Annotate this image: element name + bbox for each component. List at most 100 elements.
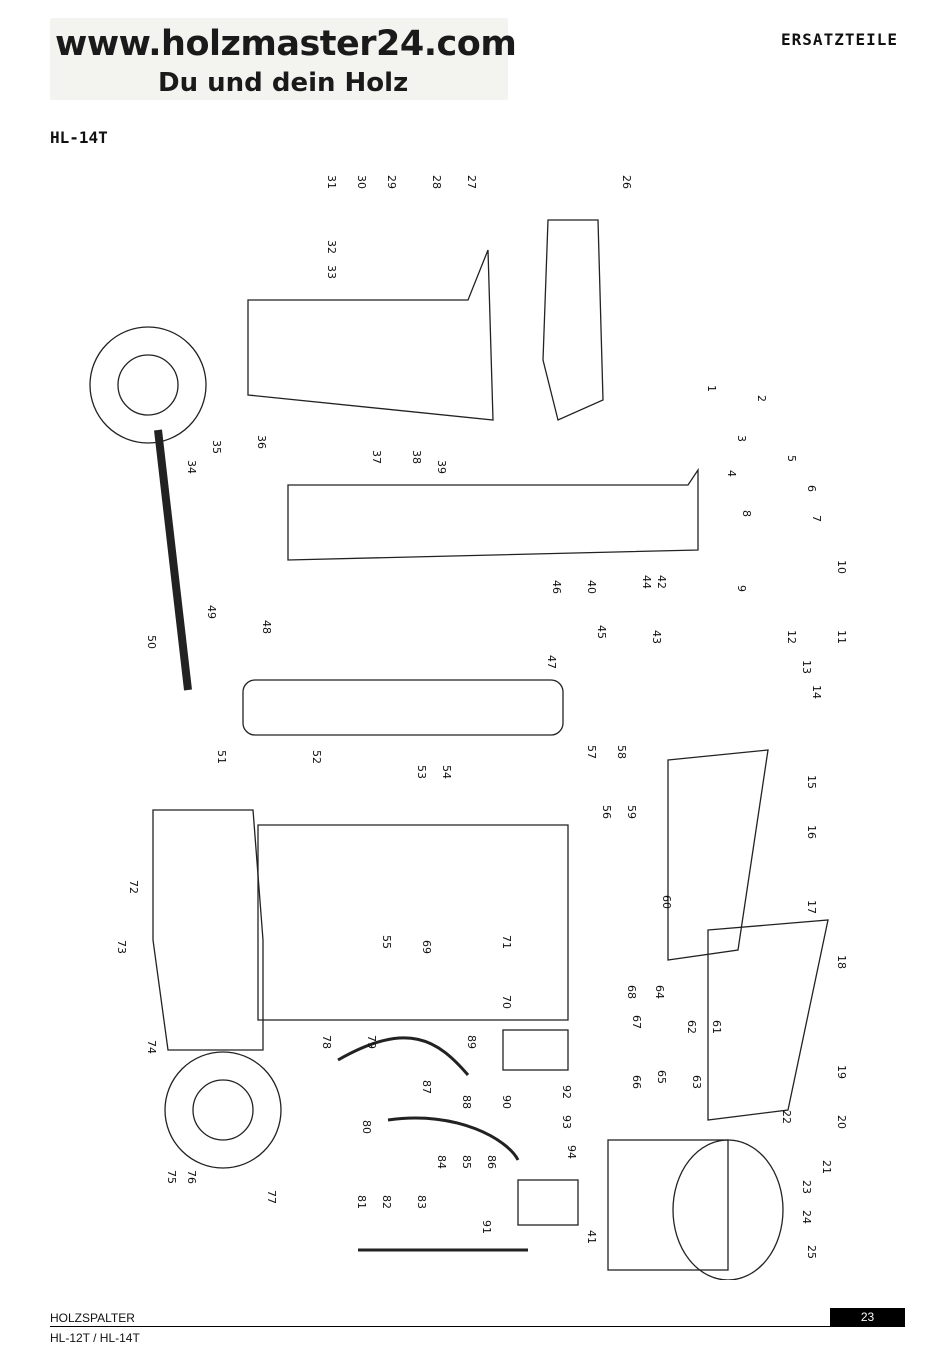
part-label-46: 46 <box>550 580 563 594</box>
footer-product: HOLZSPALTER <box>50 1311 135 1325</box>
oil-tank <box>152 809 264 1051</box>
part-label-40: 40 <box>585 580 598 594</box>
part-label-57: 57 <box>585 745 598 759</box>
part-label-58: 58 <box>615 745 628 759</box>
part-label-13: 13 <box>800 660 813 674</box>
part-label-52: 52 <box>310 750 323 764</box>
part-label-51: 51 <box>215 750 228 764</box>
part-label-42: 42 <box>655 575 668 589</box>
part-label-90: 90 <box>500 1095 513 1109</box>
part-label-7: 7 <box>810 515 823 522</box>
part-label-10: 10 <box>835 560 848 574</box>
part-label-71: 71 <box>500 935 513 949</box>
part-label-49: 49 <box>205 605 218 619</box>
model-heading: HL-14T <box>50 128 108 147</box>
part-label-37: 37 <box>370 450 383 464</box>
part-label-65: 65 <box>655 1070 668 1084</box>
part-label-6: 6 <box>805 485 818 492</box>
bracket-top-right <box>542 219 604 421</box>
part-label-23: 23 <box>800 1180 813 1194</box>
part-label-5: 5 <box>785 455 798 462</box>
part-label-35: 35 <box>210 440 223 454</box>
part-label-38: 38 <box>410 450 423 464</box>
part-label-44: 44 <box>640 575 653 589</box>
part-label-1: 1 <box>705 385 718 392</box>
part-label-39: 39 <box>435 460 448 474</box>
part-label-76: 76 <box>185 1170 198 1184</box>
part-label-30: 30 <box>355 175 368 189</box>
part-label-22: 22 <box>780 1110 793 1124</box>
logo-url: www.holzmaster24.com <box>55 24 517 64</box>
part-label-78: 78 <box>320 1035 333 1049</box>
part-label-43: 43 <box>650 630 663 644</box>
section-title: ERSATZTEILE <box>781 30 898 49</box>
part-label-54: 54 <box>440 765 453 779</box>
part-label-83: 83 <box>415 1195 428 1209</box>
part-label-8: 8 <box>740 510 753 517</box>
part-label-67: 67 <box>630 1015 643 1029</box>
part-label-15: 15 <box>805 775 818 789</box>
part-label-27: 27 <box>465 175 478 189</box>
part-label-60: 60 <box>660 895 673 909</box>
part-label-77: 77 <box>265 1190 278 1204</box>
part-label-79: 79 <box>365 1035 378 1049</box>
axle <box>154 429 192 691</box>
footer-rule <box>50 1326 905 1327</box>
motor-housing <box>607 1139 729 1271</box>
part-label-87: 87 <box>420 1080 433 1094</box>
part-label-32: 32 <box>325 240 338 254</box>
part-label-85: 85 <box>460 1155 473 1169</box>
part-label-64: 64 <box>653 985 666 999</box>
hose-84 <box>387 1116 520 1161</box>
part-label-19: 19 <box>835 1065 848 1079</box>
part-label-56: 56 <box>600 805 613 819</box>
part-label-48: 48 <box>260 620 273 634</box>
part-label-84: 84 <box>435 1155 448 1169</box>
part-label-36: 36 <box>255 435 268 449</box>
part-label-63: 63 <box>690 1075 703 1089</box>
part-label-33: 33 <box>325 265 338 279</box>
logo-tagline: Du und dein Holz <box>158 68 409 98</box>
part-label-92: 92 <box>560 1085 573 1099</box>
base-frame <box>257 824 569 1021</box>
part-label-68: 68 <box>625 985 638 999</box>
part-label-94: 94 <box>565 1145 578 1159</box>
part-label-50: 50 <box>145 635 158 649</box>
part-label-21: 21 <box>820 1160 833 1174</box>
part-label-14: 14 <box>810 685 823 699</box>
page-number: 23 <box>830 1308 905 1326</box>
part-label-86: 86 <box>485 1155 498 1169</box>
push-head <box>247 249 494 421</box>
wheel-top <box>89 326 207 444</box>
part-label-20: 20 <box>835 1115 848 1129</box>
table-upper <box>667 749 769 961</box>
part-label-89: 89 <box>465 1035 478 1049</box>
part-label-88: 88 <box>460 1095 473 1109</box>
main-beam <box>287 467 699 561</box>
part-label-81: 81 <box>355 1195 368 1209</box>
part-label-18: 18 <box>835 955 848 969</box>
footer-models: HL-12T / HL-14T <box>50 1331 140 1345</box>
part-label-41: 41 <box>585 1230 598 1244</box>
part-label-26: 26 <box>620 175 633 189</box>
part-label-2: 2 <box>755 395 768 402</box>
brand-logo: www.holzmaster24.com Du und dein Holz <box>50 18 517 100</box>
hose-87 <box>337 1036 470 1076</box>
part-label-72: 72 <box>127 880 140 894</box>
part-label-4: 4 <box>725 470 738 477</box>
part-label-70: 70 <box>500 995 513 1009</box>
part-label-12: 12 <box>785 630 798 644</box>
part-label-29: 29 <box>385 175 398 189</box>
part-label-74: 74 <box>145 1040 158 1054</box>
diagram-drawing: 1234567891011121314151617181920212223242… <box>89 175 848 1280</box>
part-label-28: 28 <box>430 175 443 189</box>
part-label-59: 59 <box>625 805 638 819</box>
part-label-69: 69 <box>420 940 433 954</box>
part-label-75: 75 <box>165 1170 178 1184</box>
part-label-80: 80 <box>360 1120 373 1134</box>
part-label-55: 55 <box>380 935 393 949</box>
control-valve <box>502 1029 569 1071</box>
part-label-25: 25 <box>805 1245 818 1259</box>
part-label-73: 73 <box>115 940 128 954</box>
